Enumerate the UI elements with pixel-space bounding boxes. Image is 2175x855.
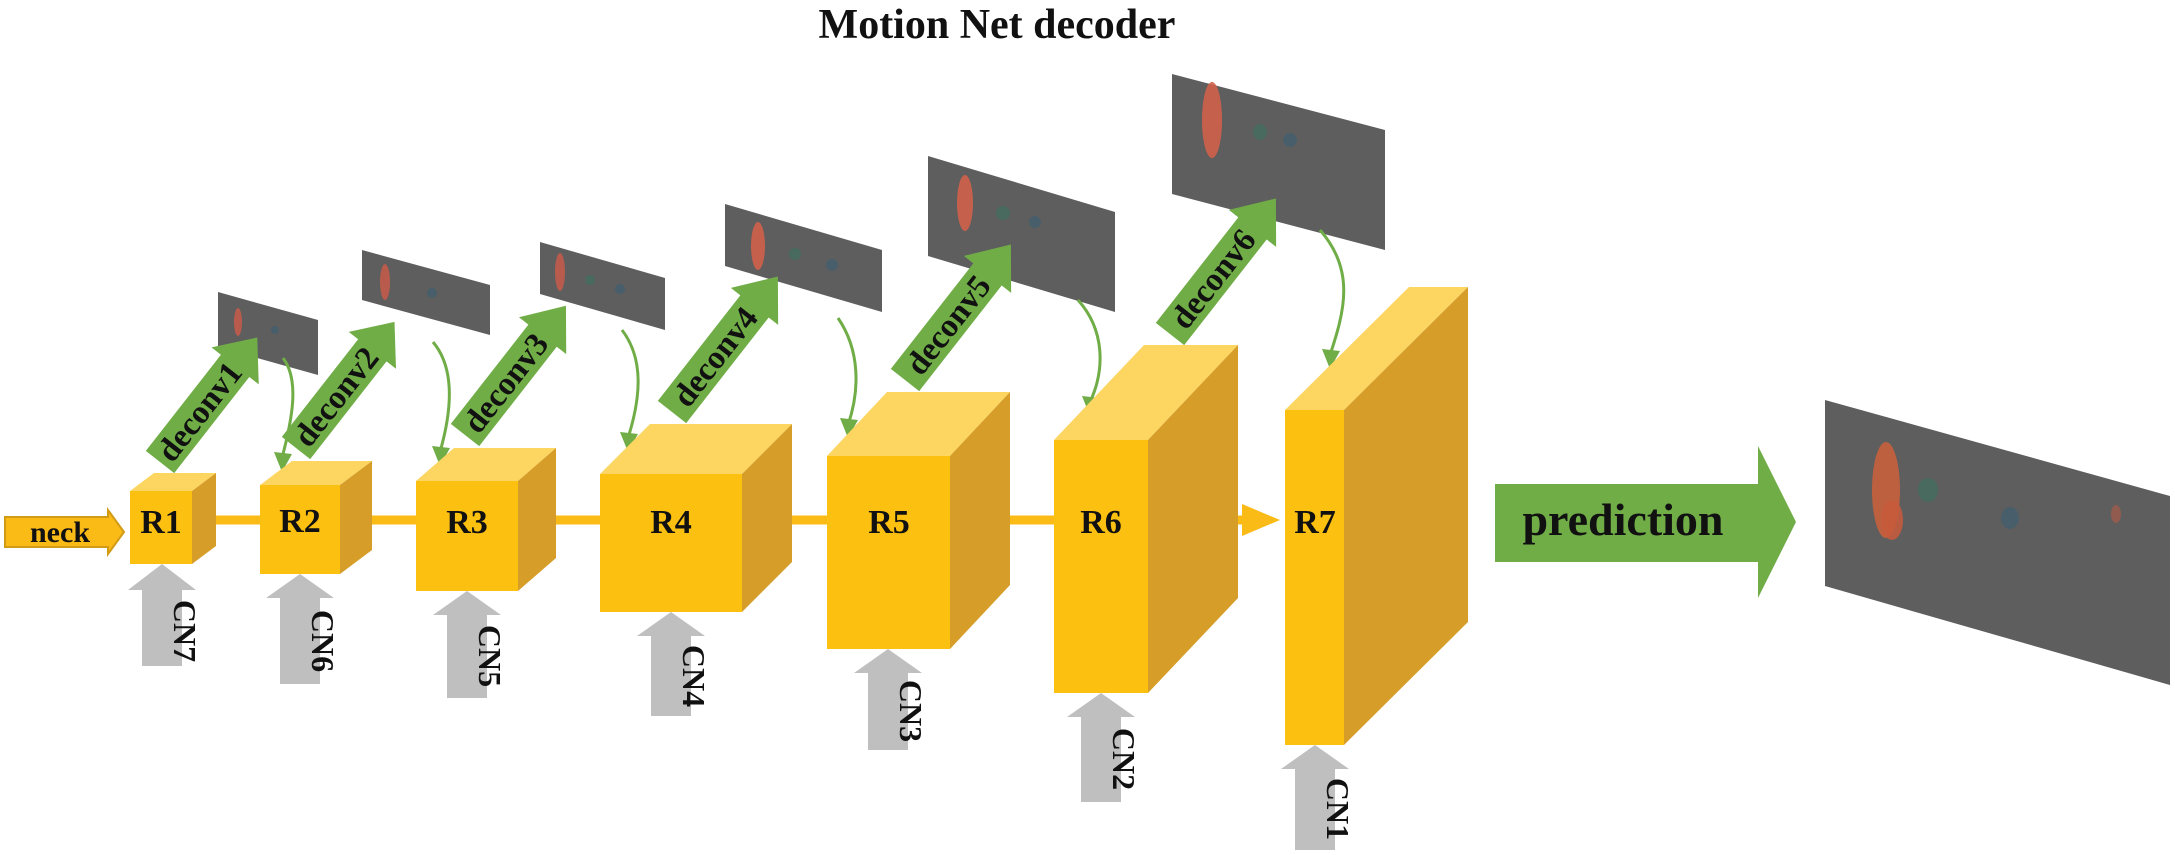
skip-label-cn1: CN1: [1320, 778, 1356, 840]
block-label-r5: R5: [868, 504, 910, 541]
curved-arrow-4: [836, 317, 858, 426]
feature-map-1: [218, 292, 318, 375]
deconv-label-5: deconv5: [899, 269, 998, 382]
curved-arrow-1: [280, 357, 295, 459]
skip-label-cn7: CN7: [167, 600, 203, 662]
skip-label-cn3: CN3: [893, 680, 929, 742]
block-label-r6: R6: [1080, 504, 1122, 541]
feature-map-6: [1172, 74, 1385, 250]
skip-label-cn5: CN5: [472, 625, 508, 687]
block-r3: R3: [416, 448, 556, 591]
skip-arrow-cn6: CN6: [266, 574, 341, 684]
block-r1: R1: [130, 473, 216, 564]
block-label-r7: R7: [1294, 504, 1336, 541]
prediction-arrow: prediction: [1495, 446, 1796, 598]
block-r5: R5: [827, 392, 1010, 649]
skip-arrow-cn3: CN3: [854, 649, 929, 750]
block-label-r2: R2: [279, 503, 321, 540]
curved-arrows: [274, 229, 1346, 472]
feature-map-2: [362, 250, 490, 335]
feature-map-4: [725, 204, 882, 312]
skip-arrow-cn7: CN7: [128, 564, 203, 666]
curved-arrow-5: [1076, 298, 1102, 403]
skip-label-cn6: CN6: [305, 610, 341, 672]
block-r2: R2: [260, 461, 372, 574]
block-label-r1: R1: [140, 504, 182, 541]
deconv-label-6: deconv6: [1164, 223, 1263, 336]
curved-arrow-3: [620, 329, 640, 439]
feature-map-3: [540, 242, 665, 330]
deconv-arrow-4: deconv4: [657, 276, 779, 424]
prediction-output-map: [1825, 400, 2170, 685]
block-r6: R6: [1054, 345, 1238, 693]
block-r4: R4: [600, 424, 792, 612]
curved-arrow-6: [1318, 229, 1346, 356]
connector-r6-r7-arrowhead: [1242, 504, 1280, 536]
skip-label-cn4: CN4: [676, 645, 712, 707]
prediction-label: prediction: [1522, 494, 1723, 545]
curved-arrow-2: [431, 341, 451, 453]
deconv-label-4: deconv4: [666, 301, 765, 414]
feature-map-5: [928, 156, 1115, 312]
skip-arrow-cn5: CN5: [433, 591, 508, 698]
neck-input-arrow: neck: [4, 506, 126, 558]
diagram-title: Motion Net decoder: [819, 2, 1176, 48]
block-r7: R7: [1285, 287, 1468, 745]
neck-label: neck: [30, 516, 90, 549]
skip-arrows: CN7 CN6 CN5 CN4 CN3 CN2 CN1: [128, 564, 1356, 850]
block-label-r4: R4: [650, 504, 692, 541]
skip-arrow-cn1: CN1: [1281, 745, 1356, 850]
deconv-label-3: deconv3: [457, 327, 556, 440]
skip-label-cn2: CN2: [1106, 728, 1142, 790]
skip-arrow-cn4: CN4: [637, 612, 712, 716]
feature-maps: [218, 74, 2170, 685]
skip-arrow-cn2: CN2: [1067, 693, 1142, 802]
deconv-label-1: deconv1: [150, 356, 249, 469]
block-label-r3: R3: [446, 504, 488, 541]
